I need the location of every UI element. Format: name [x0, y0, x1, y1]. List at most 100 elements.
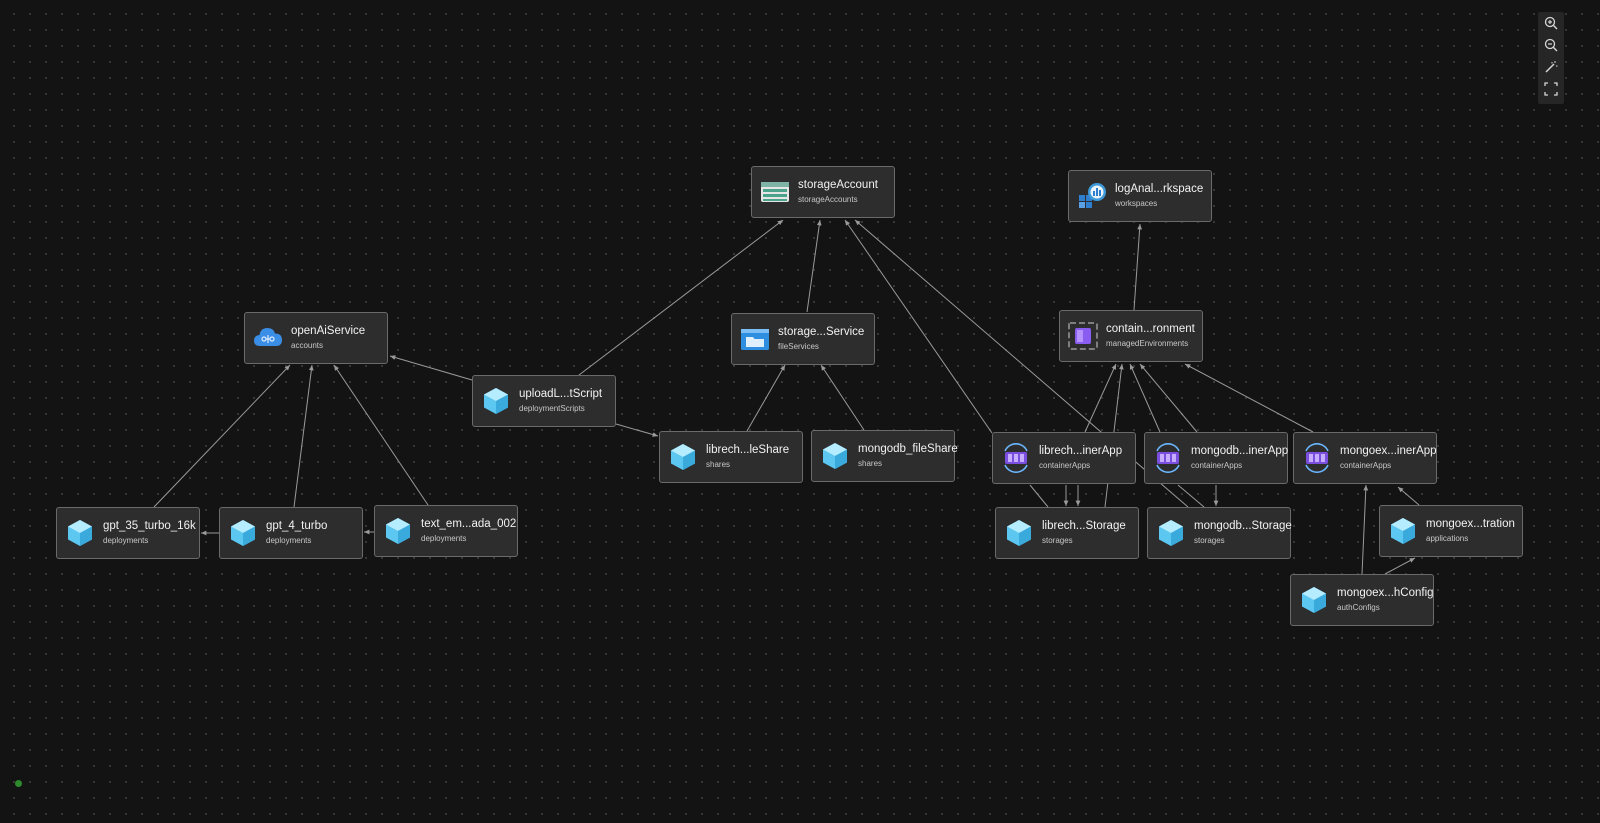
edge-mongostorage-to-env: [1139, 363, 1198, 433]
magic-wand-icon: [1544, 60, 1558, 79]
node-name: librech...Storage: [1042, 520, 1126, 532]
node-librech-containerapp[interactable]: librech...inerApp containerApps: [992, 432, 1136, 484]
zoom-out-button[interactable]: [1540, 36, 1562, 58]
edge-fileservice-to-storageaccount: [806, 219, 822, 313]
node-openai-service[interactable]: openAiService accounts: [244, 312, 388, 364]
edge-mongoexapp-to-env: [1184, 363, 1314, 433]
node-type: accounts: [291, 341, 324, 350]
node-type: deploymentScripts: [519, 404, 585, 413]
edge-mongoapp-to-mongostorage-a: [1177, 484, 1205, 508]
node-gpt-4-turbo[interactable]: gpt_4_turbo deployments: [219, 507, 363, 559]
edge-auth-to-mongoexapp: [1361, 484, 1369, 575]
node-mongoex-containerapp[interactable]: mongoex...inerApp containerApps: [1293, 432, 1437, 484]
edge-gpt4-to-openai: [293, 364, 314, 508]
auto-layout-button[interactable]: [1540, 58, 1562, 80]
node-type: containerApps: [1340, 461, 1392, 470]
node-name: gpt_4_turbo: [266, 520, 328, 532]
node-type: workspaces: [1115, 199, 1158, 208]
node-name: contain...ronment: [1106, 323, 1195, 335]
edge-env-to-loganalytics: [1133, 223, 1143, 311]
node-file-service[interactable]: storage...Service fileServices: [731, 313, 875, 365]
node-type: shares: [706, 460, 731, 469]
node-name: librech...leShare: [706, 444, 790, 456]
cube-icon: [228, 518, 258, 548]
node-name: librech...inerApp: [1039, 445, 1123, 457]
node-type: shares: [858, 459, 883, 468]
cube-icon: [1388, 516, 1418, 546]
edge-mongoshare-to-fileservice: [820, 364, 865, 431]
node-mongoex-registration[interactable]: mongoex...tration applications: [1379, 505, 1523, 557]
container-app-icon: [1001, 443, 1031, 473]
node-mongoex-authconfig[interactable]: mongoex...hConfig authConfigs: [1290, 574, 1434, 626]
node-type: deployments: [266, 536, 312, 545]
node-container-environment[interactable]: contain...ronment managedEnvironments: [1059, 310, 1203, 362]
openai-cloud-icon: [253, 323, 283, 353]
edge-upload-to-openai: [389, 355, 473, 381]
node-name: mongodb...inerApp: [1191, 445, 1289, 457]
cube-icon: [820, 441, 850, 471]
node-name: storage...Service: [778, 326, 865, 338]
edge-gpt35-to-openai: [153, 364, 291, 508]
node-type: deployments: [103, 536, 149, 545]
node-librech-storage[interactable]: librech...Storage storages: [995, 507, 1139, 559]
node-type: storageAccounts: [798, 195, 858, 204]
node-mongodb-fileshare[interactable]: mongodb_fileShare shares: [811, 430, 958, 482]
node-type: storages: [1194, 536, 1225, 545]
status-indicator: [15, 780, 22, 787]
edge-librechapp-to-librechstorage-a: [1029, 484, 1049, 508]
zoom-in-icon: [1544, 16, 1558, 35]
node-upload-script[interactable]: uploadL...tScript deploymentScripts: [472, 375, 616, 427]
edge-textemb-to-openai: [333, 364, 429, 506]
graph-toolbar: [1538, 12, 1564, 104]
cube-icon: [65, 518, 95, 548]
managed-environment-icon: [1068, 321, 1098, 351]
fullscreen-icon: [1544, 81, 1558, 101]
node-name: uploadL...tScript: [519, 388, 603, 400]
node-name: openAiService: [291, 325, 366, 337]
storage-account-icon: [760, 177, 790, 207]
node-name: mongodb_fileShare: [858, 443, 958, 455]
cube-icon: [1156, 518, 1186, 548]
node-name: gpt_35_turbo_16k: [103, 520, 196, 532]
node-librech-fileshare[interactable]: librech...leShare shares: [659, 431, 803, 483]
edge-librechapp-to-env-a: [1084, 363, 1117, 433]
node-name: mongoex...inerApp: [1340, 445, 1437, 457]
node-type: applications: [1426, 534, 1469, 543]
node-gpt-35-turbo-16k[interactable]: gpt_35_turbo_16k deployments: [56, 507, 200, 559]
edge-auth-to-registration: [1384, 557, 1416, 575]
cube-icon: [668, 442, 698, 472]
cube-icon: [383, 516, 413, 546]
node-text-embedding-ada-002[interactable]: text_em...ada_002 deployments: [374, 505, 518, 557]
node-name: mongoex...tration: [1426, 518, 1515, 530]
node-storage-account[interactable]: storageAccount storageAccounts: [751, 166, 895, 218]
edge-registration-to-mongoexapp: [1397, 486, 1420, 506]
node-type: storages: [1042, 536, 1073, 545]
cube-icon: [1004, 518, 1034, 548]
container-app-icon: [1302, 443, 1332, 473]
node-name: text_em...ada_002: [421, 518, 517, 530]
node-type: containerApps: [1191, 461, 1243, 470]
node-mongodb-storage[interactable]: mongodb...Storage storages: [1147, 507, 1292, 559]
edge-librechshare-to-fileservice: [746, 364, 786, 432]
node-type: containerApps: [1039, 461, 1091, 470]
node-name: logAnal...rkspace: [1115, 183, 1204, 195]
node-log-analytics[interactable]: logAnal...rkspace workspaces: [1068, 170, 1212, 222]
node-type: fileServices: [778, 342, 819, 351]
edge-mongoapp-to-env: [1129, 363, 1161, 433]
node-mongodb-containerapp[interactable]: mongodb...inerApp containerApps: [1144, 432, 1288, 484]
zoom-out-icon: [1544, 38, 1558, 57]
fullscreen-button[interactable]: [1540, 80, 1562, 102]
file-service-icon: [740, 324, 770, 354]
zoom-in-button[interactable]: [1540, 14, 1562, 36]
cube-icon: [481, 386, 511, 416]
cube-icon: [1299, 585, 1329, 615]
container-app-icon: [1153, 443, 1183, 473]
node-type: authConfigs: [1337, 603, 1380, 612]
node-type: deployments: [421, 534, 467, 543]
log-analytics-icon: [1077, 181, 1107, 211]
node-type: managedEnvironments: [1106, 339, 1189, 348]
node-name: mongoex...hConfig: [1337, 587, 1434, 599]
edge-upload-to-librechshare: [615, 423, 659, 437]
